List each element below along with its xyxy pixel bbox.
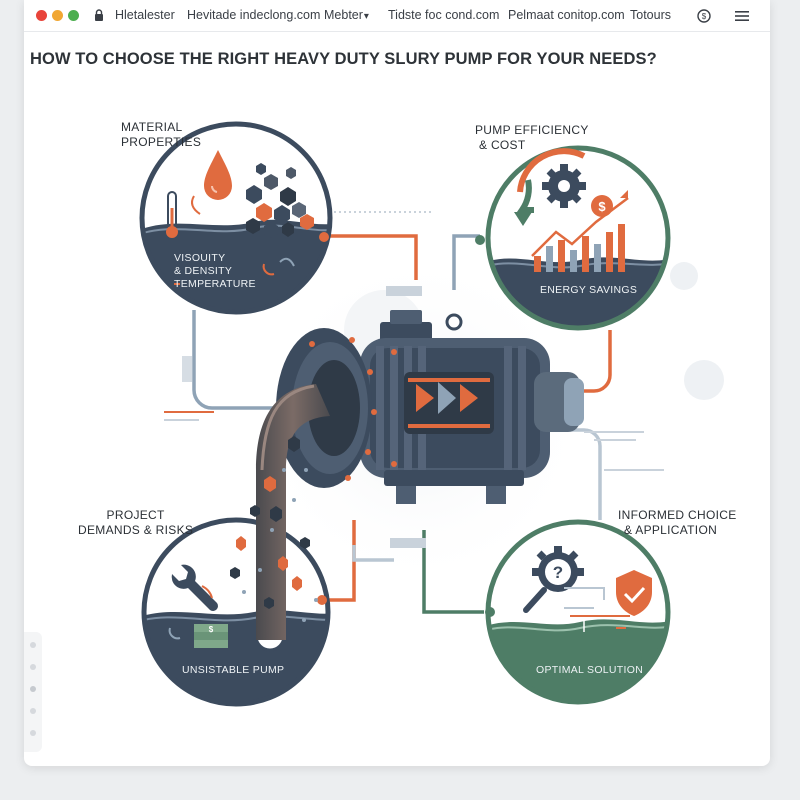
informed-title-line1: INFORMED CHOICE [618, 508, 737, 522]
rail-dot[interactable] [30, 730, 36, 736]
nav-link-3-label: Mebter [324, 8, 363, 22]
rail-dot[interactable] [30, 642, 36, 648]
optimal-solution-label: OPTIMAL SOLUTION [536, 664, 644, 676]
material-properties-circle [139, 121, 333, 315]
menu-icon [735, 11, 749, 21]
nav-link-1[interactable]: Hletalester [115, 8, 175, 22]
page-title: HOW TO CHOOSE THE RIGHT HEAVY DUTY SLURY… [30, 50, 657, 68]
material-title-line1: MATERIAL [121, 120, 183, 134]
close-window-button[interactable] [36, 10, 47, 21]
rail-dot[interactable] [30, 664, 36, 670]
nav-link-2[interactable]: Hevitade indeclong.com [187, 8, 321, 22]
droplet-icon [204, 150, 232, 200]
bar-chart-icon [534, 224, 625, 272]
material-properties-title: MATERIAL PROPERTIES [121, 120, 201, 150]
dollar-icon: $ [591, 195, 613, 217]
browser-window: Hletalester Hevitade indeclong.com Mebte… [24, 0, 770, 766]
nav-link-5[interactable]: Pelmaat conitop.com [508, 8, 625, 22]
browser-toolbar: Hletalester Hevitade indeclong.com Mebte… [24, 0, 770, 32]
efficiency-title-line2: & COST [479, 138, 526, 152]
thermometer-icon [166, 191, 178, 238]
svg-text:$: $ [209, 625, 214, 634]
lock-icon [95, 9, 103, 21]
project-title-line1: PROJECT [106, 508, 165, 522]
minimize-window-button[interactable] [52, 10, 63, 21]
material-inner-line1: VISOUITY [174, 252, 226, 264]
slurry-pump [276, 310, 584, 504]
wrench-icon [171, 564, 219, 612]
shield-check-icon [616, 570, 652, 616]
trend-arrow-icon [531, 197, 629, 257]
material-inner-line3: TEMPERATURE [174, 278, 256, 290]
nav-link-6[interactable]: Totours [630, 8, 671, 22]
project-demands-title: PROJECT DEMANDS & RISKS [78, 508, 193, 538]
bubble [684, 360, 724, 400]
svg-text:$: $ [702, 12, 707, 21]
material-inner-line2: & DENSITY [174, 265, 233, 277]
informed-choice-title: INFORMED CHOICE & APPLICATION [618, 508, 737, 538]
infographic: $ [139, 121, 724, 707]
svg-text:$: $ [598, 199, 606, 214]
badge-icon: $ [697, 9, 711, 23]
connector-lines [192, 234, 612, 614]
gear-icon [542, 164, 586, 208]
dash-accents [164, 211, 664, 548]
particles-icon [246, 163, 314, 238]
project-title-line2: DEMANDS & RISKS [78, 523, 194, 537]
informed-title-line2: & APPLICATION [624, 523, 718, 537]
side-rail [24, 632, 42, 752]
maximize-window-button[interactable] [68, 10, 79, 21]
svg-text:?: ? [553, 563, 563, 582]
unsistable-pump-label: UNSISTABLE PUMP [182, 664, 285, 676]
nav-link-4[interactable]: Tidste foc cond.com [388, 8, 500, 22]
gear-question-icon: ? [532, 546, 584, 592]
chevron-down-icon: ▾ [363, 11, 369, 22]
magnifier-icon [523, 587, 547, 613]
window-controls [36, 10, 79, 21]
badge-button[interactable]: $ [694, 6, 714, 26]
menu-button[interactable] [732, 6, 752, 26]
nav-link-3[interactable]: Mebter▾ [324, 8, 369, 22]
rail-dot[interactable] [30, 708, 36, 714]
material-inner-text: VISOUITY & DENSITY TEMPERATURE [174, 252, 256, 291]
material-title-line2: PROPERTIES [121, 135, 202, 149]
energy-savings-label: ENERGY SAVINGS [540, 284, 638, 296]
bubble [670, 262, 698, 290]
rail-dot[interactable] [30, 686, 36, 692]
pump-efficiency-title: PUMP EFFICIENCY & COST [475, 123, 589, 153]
efficiency-title-line1: PUMP EFFICIENCY [475, 123, 589, 137]
informed-choice-circle: ? [485, 519, 671, 705]
slurry-pipe [230, 384, 330, 640]
money-stack-icon: $ [194, 624, 228, 648]
